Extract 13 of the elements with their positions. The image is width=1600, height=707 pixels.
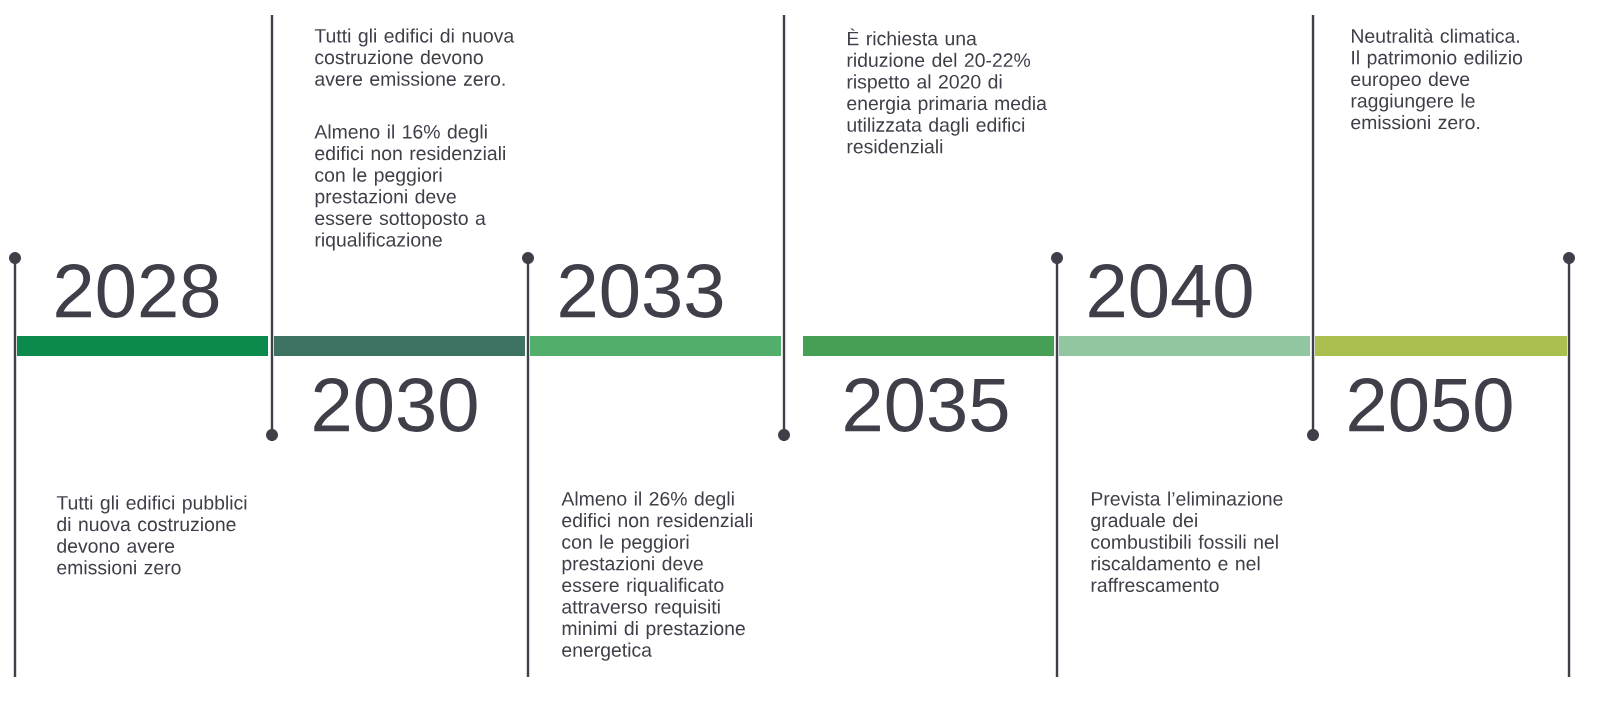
description: Tutti gli edifici pubblici di nuova costruzione devono avere emissioni zero bbox=[56, 495, 247, 575]
description: Tutti gli edifici di nuova costruzione devono avere emissione zero. bbox=[314, 28, 515, 86]
description: Prevista l’eliminazione graduale dei combustibili fossili nel riscaldamento e nel raffrescamento bbox=[1091, 491, 1283, 593]
description: Almeno il 16% degli edifici non residenziali con le peggiori prestazioni deve essere sottoposto a riqualificazione bbox=[314, 124, 505, 251]
year-label: 2035 bbox=[845, 378, 1008, 432]
description: Almeno il 26% degli edifici non residenziali con le peggiori prestazioni deve essere riqualificato attraverso requisiti minimi di prestazione energetica bbox=[561, 491, 752, 661]
description: Neutralità climatica. Il patrimonio edilizio europeo deve raggiungere le emissioni zero. bbox=[1351, 28, 1523, 130]
year-label: 2030 bbox=[314, 378, 477, 432]
year-label: 2028 bbox=[56, 264, 219, 318]
year-label: 2033 bbox=[560, 264, 723, 318]
year-label: 2050 bbox=[1349, 378, 1512, 432]
description: È richiesta una riduzione del 20-22% rispetto al 2020 di energia primaria media utilizzata dagli edifici residenziali bbox=[847, 28, 1047, 154]
year-label: 2040 bbox=[1089, 264, 1252, 318]
